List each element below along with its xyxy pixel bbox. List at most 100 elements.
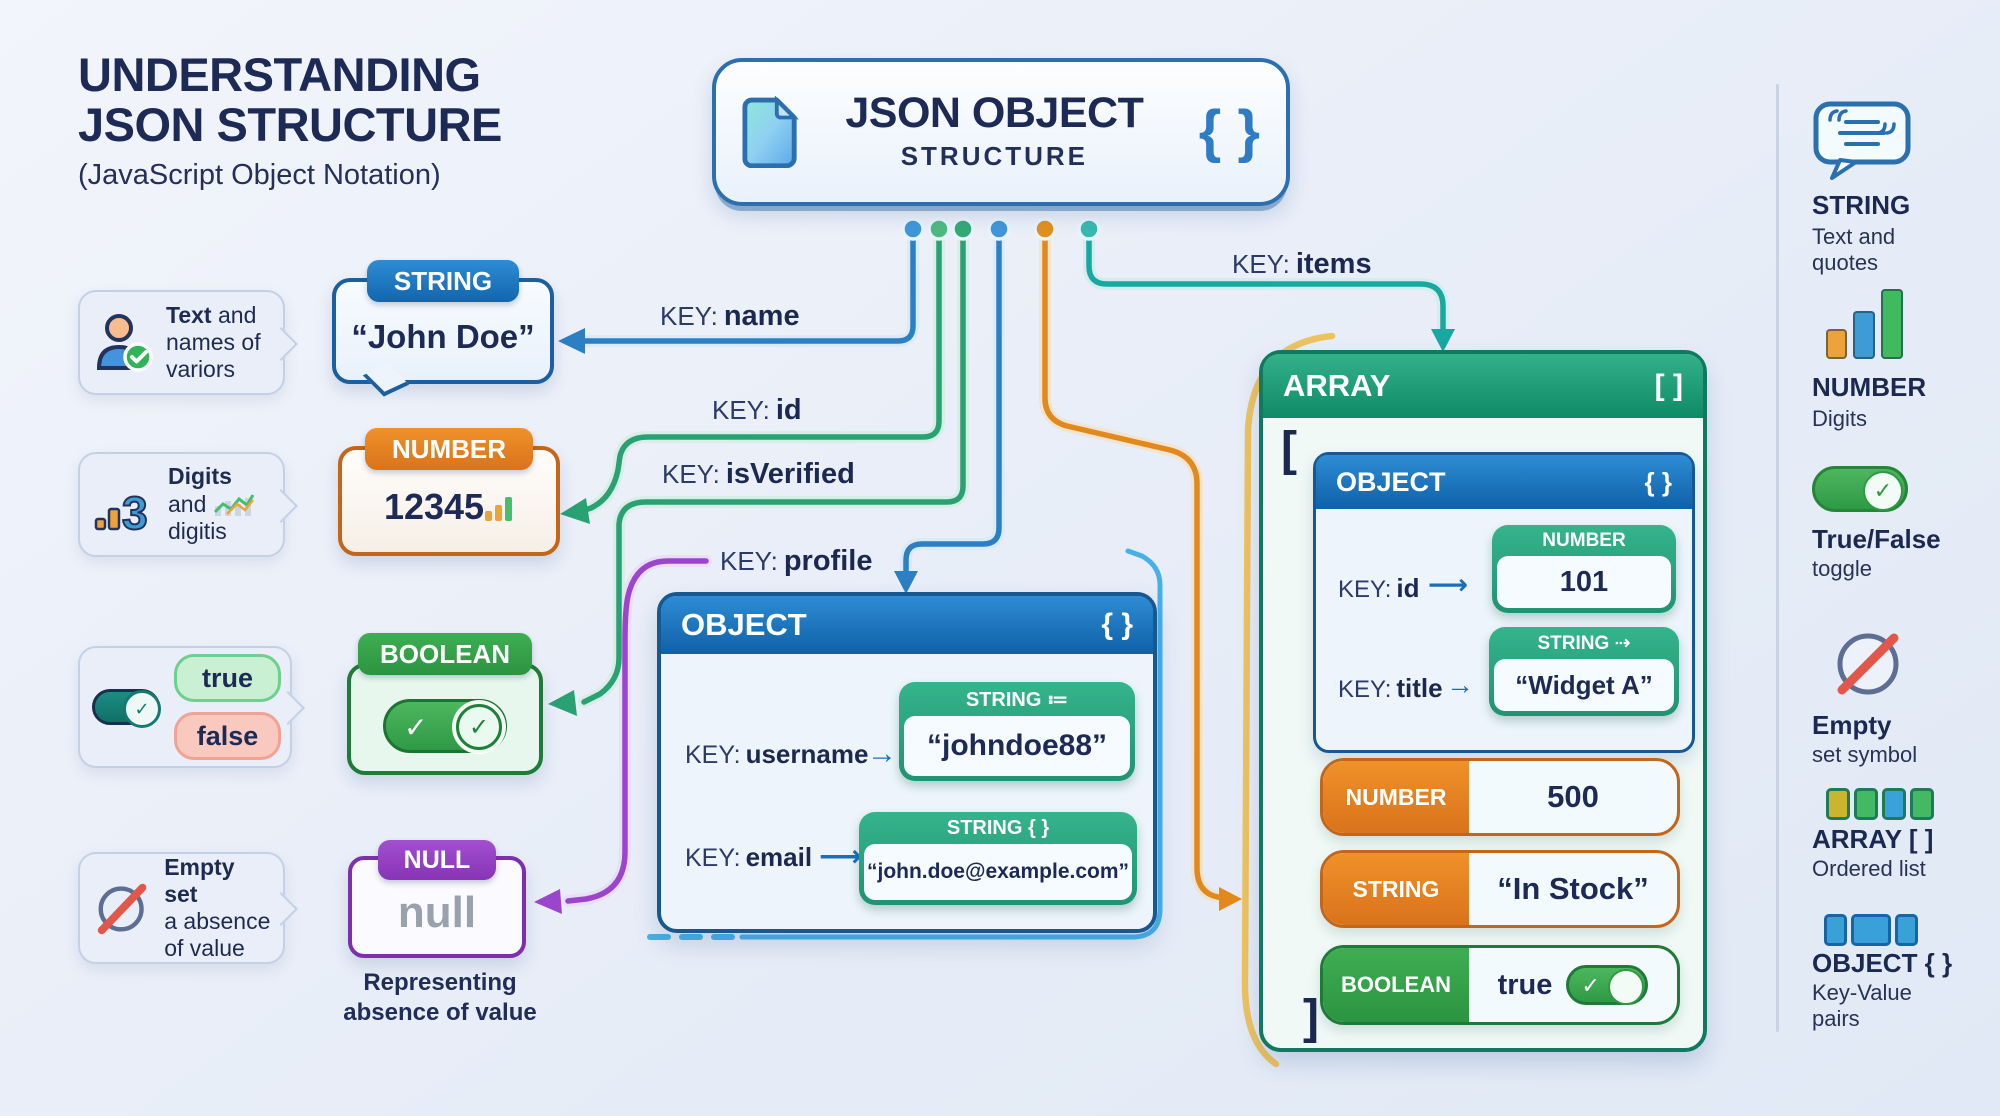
root-connector-dots	[901, 217, 1101, 241]
arrowhead-isverified	[548, 690, 577, 716]
id-pill-type: NUMBER	[1542, 530, 1626, 551]
wire-yellow-bracket	[1241, 332, 1336, 1068]
sidebar-null-desc: set symbol	[1812, 742, 1918, 767]
null-type-value: null	[397, 888, 477, 937]
curly-braces-icon: { }	[1198, 99, 1260, 164]
title-string-pill: STRING ⇢ “Widget A”	[1489, 627, 1679, 716]
items-array-box: ARRAY [ ] [ OBJECT { } KEY:id ⟶ NUMBER 1…	[1259, 350, 1707, 1052]
null-type-label: NULL	[378, 840, 496, 880]
key-label-profile: KEY:profile	[720, 545, 873, 577]
key-label-name: KEY:name	[660, 300, 800, 332]
string-type-label: STRING	[367, 260, 519, 302]
id-pill-value: 101	[1497, 556, 1671, 608]
boolean-toggle: ✓ ✓	[383, 699, 507, 753]
root-box-subtitle: STRUCTURE	[900, 141, 1089, 171]
person-check-icon	[96, 313, 153, 372]
sidebar-array-title: ARRAY [ ]	[1812, 824, 1934, 854]
arrowhead-id	[560, 498, 590, 524]
arrow-right-icon: ⟶	[1428, 569, 1469, 600]
object-box-header: OBJECT { }	[661, 596, 1153, 654]
sidebar-boolean-desc: toggle	[1812, 556, 1872, 581]
square-brackets-icon: [ ]	[1654, 369, 1683, 402]
wire-purple-null	[565, 558, 709, 904]
curly-braces-icon: { }	[1101, 608, 1133, 641]
array-item-boolean: BOOLEAN true ✓	[1320, 945, 1680, 1025]
sidebar-null-title: Empty	[1812, 710, 1892, 740]
email-pill-value: “john.doe@example.com”	[864, 844, 1132, 900]
id-number-pill: NUMBER 101	[1492, 525, 1676, 613]
document-icon	[742, 96, 799, 168]
string-type-box: STRING “John Doe”	[332, 260, 554, 384]
card-null-text: Empty set a absence of value	[164, 853, 271, 962]
array-squares-icon	[1826, 788, 1934, 820]
sidebar-string-desc: Text and quotes	[1812, 224, 1896, 275]
wire-orange	[1042, 235, 1227, 901]
wire-key-name	[581, 235, 916, 344]
array-item-number: NUMBER 500	[1320, 758, 1680, 836]
arrowhead-profile	[894, 571, 918, 594]
nested-object-header: OBJECT { }	[1316, 455, 1692, 509]
string-type-value: “John Doe”	[351, 318, 535, 355]
sidebar-boolean-title: True/False	[1812, 524, 1941, 554]
number-type-value: 12345	[342, 486, 556, 528]
arrowhead-null	[534, 889, 562, 914]
toggle-icon: ✓	[1812, 466, 1908, 512]
card-boolean-desc: ✓ true false	[78, 646, 292, 768]
key-label-isverified: KEY:isVerified	[662, 458, 855, 490]
root-box-title: JSON OBJECT	[845, 89, 1144, 137]
arrowhead-orange	[1219, 887, 1242, 911]
array-item-string: STRING “In Stock”	[1320, 850, 1680, 928]
array-item-object-box: OBJECT { } KEY:id ⟶ NUMBER 101 KEY:title…	[1313, 452, 1695, 753]
wire-key-isverified	[581, 235, 966, 705]
sidebar-string-title: STRING	[1812, 190, 1911, 220]
page-title: UNDERSTANDING JSON STRUCTURE (JavaScript…	[78, 50, 502, 192]
wire-key-profile	[903, 235, 1002, 581]
wire-key-id	[579, 235, 942, 514]
sidebar-object-title: OBJECT { }	[1812, 948, 1953, 978]
arrow-right-icon: →	[867, 737, 897, 770]
card-number-desc: 3 Digits and digitis	[78, 452, 285, 557]
curly-braces-icon: { }	[1644, 466, 1672, 497]
speech-quote-icon	[1812, 100, 1912, 187]
arrowhead-items	[1431, 329, 1455, 352]
username-pill-value: “johndoe88”	[904, 716, 1130, 776]
json-object-root-box: JSON OBJECT STRUCTURE { }	[712, 58, 1290, 206]
boolean-type-box: BOOLEAN ✓ ✓	[347, 633, 543, 775]
trend-chart-icon	[213, 494, 255, 517]
arrow-right-icon: ⟶	[819, 840, 863, 873]
wire-key-items	[1086, 235, 1446, 335]
card-null-desc: Empty set a absence of value	[78, 852, 285, 964]
key-username: KEY:username	[685, 739, 869, 769]
svg-text:3: 3	[122, 487, 148, 535]
array-close-bracket: ]	[1303, 991, 1319, 1044]
wire-cyan-outline	[739, 548, 1163, 940]
toggle-icon: ✓	[92, 689, 161, 728]
digits-icon: 3	[94, 486, 149, 535]
email-pill-type: STRING { }	[946, 817, 1050, 839]
username-pill-type: STRING ≔	[965, 689, 1069, 711]
mini-bars-icon	[485, 497, 513, 521]
array-open-bracket: [	[1281, 423, 1297, 476]
key-email: KEY:email	[685, 842, 813, 872]
number-type-box: NUMBER 12345	[338, 428, 560, 556]
title-line2: JSON STRUCTURE	[78, 97, 502, 151]
key-title-row: KEY:title	[1338, 673, 1443, 703]
crossed-circle-icon	[97, 883, 147, 935]
sidebar-divider	[1776, 84, 1779, 1032]
empty-set-icon	[1828, 624, 1908, 709]
sidebar-object-desc: Key-Value pairs	[1812, 980, 1912, 1031]
card-number-text: Digits and digitis	[168, 463, 255, 545]
card-string-desc: Text and names of variors	[78, 290, 285, 395]
key-id-row: KEY:id	[1338, 573, 1420, 603]
arrowhead-name	[558, 328, 585, 354]
false-pill: false	[174, 712, 281, 760]
email-string-pill: STRING { } “john.doe@example.com”	[859, 812, 1137, 905]
true-pill: true	[174, 654, 281, 702]
array-box-header: ARRAY [ ]	[1263, 354, 1703, 418]
card-string-text: Text and names of variors	[166, 301, 261, 383]
bar-chart-icon	[1826, 289, 1903, 359]
boolean-item-toggle: ✓	[1566, 965, 1649, 1005]
null-type-box: NULL null	[348, 840, 526, 958]
